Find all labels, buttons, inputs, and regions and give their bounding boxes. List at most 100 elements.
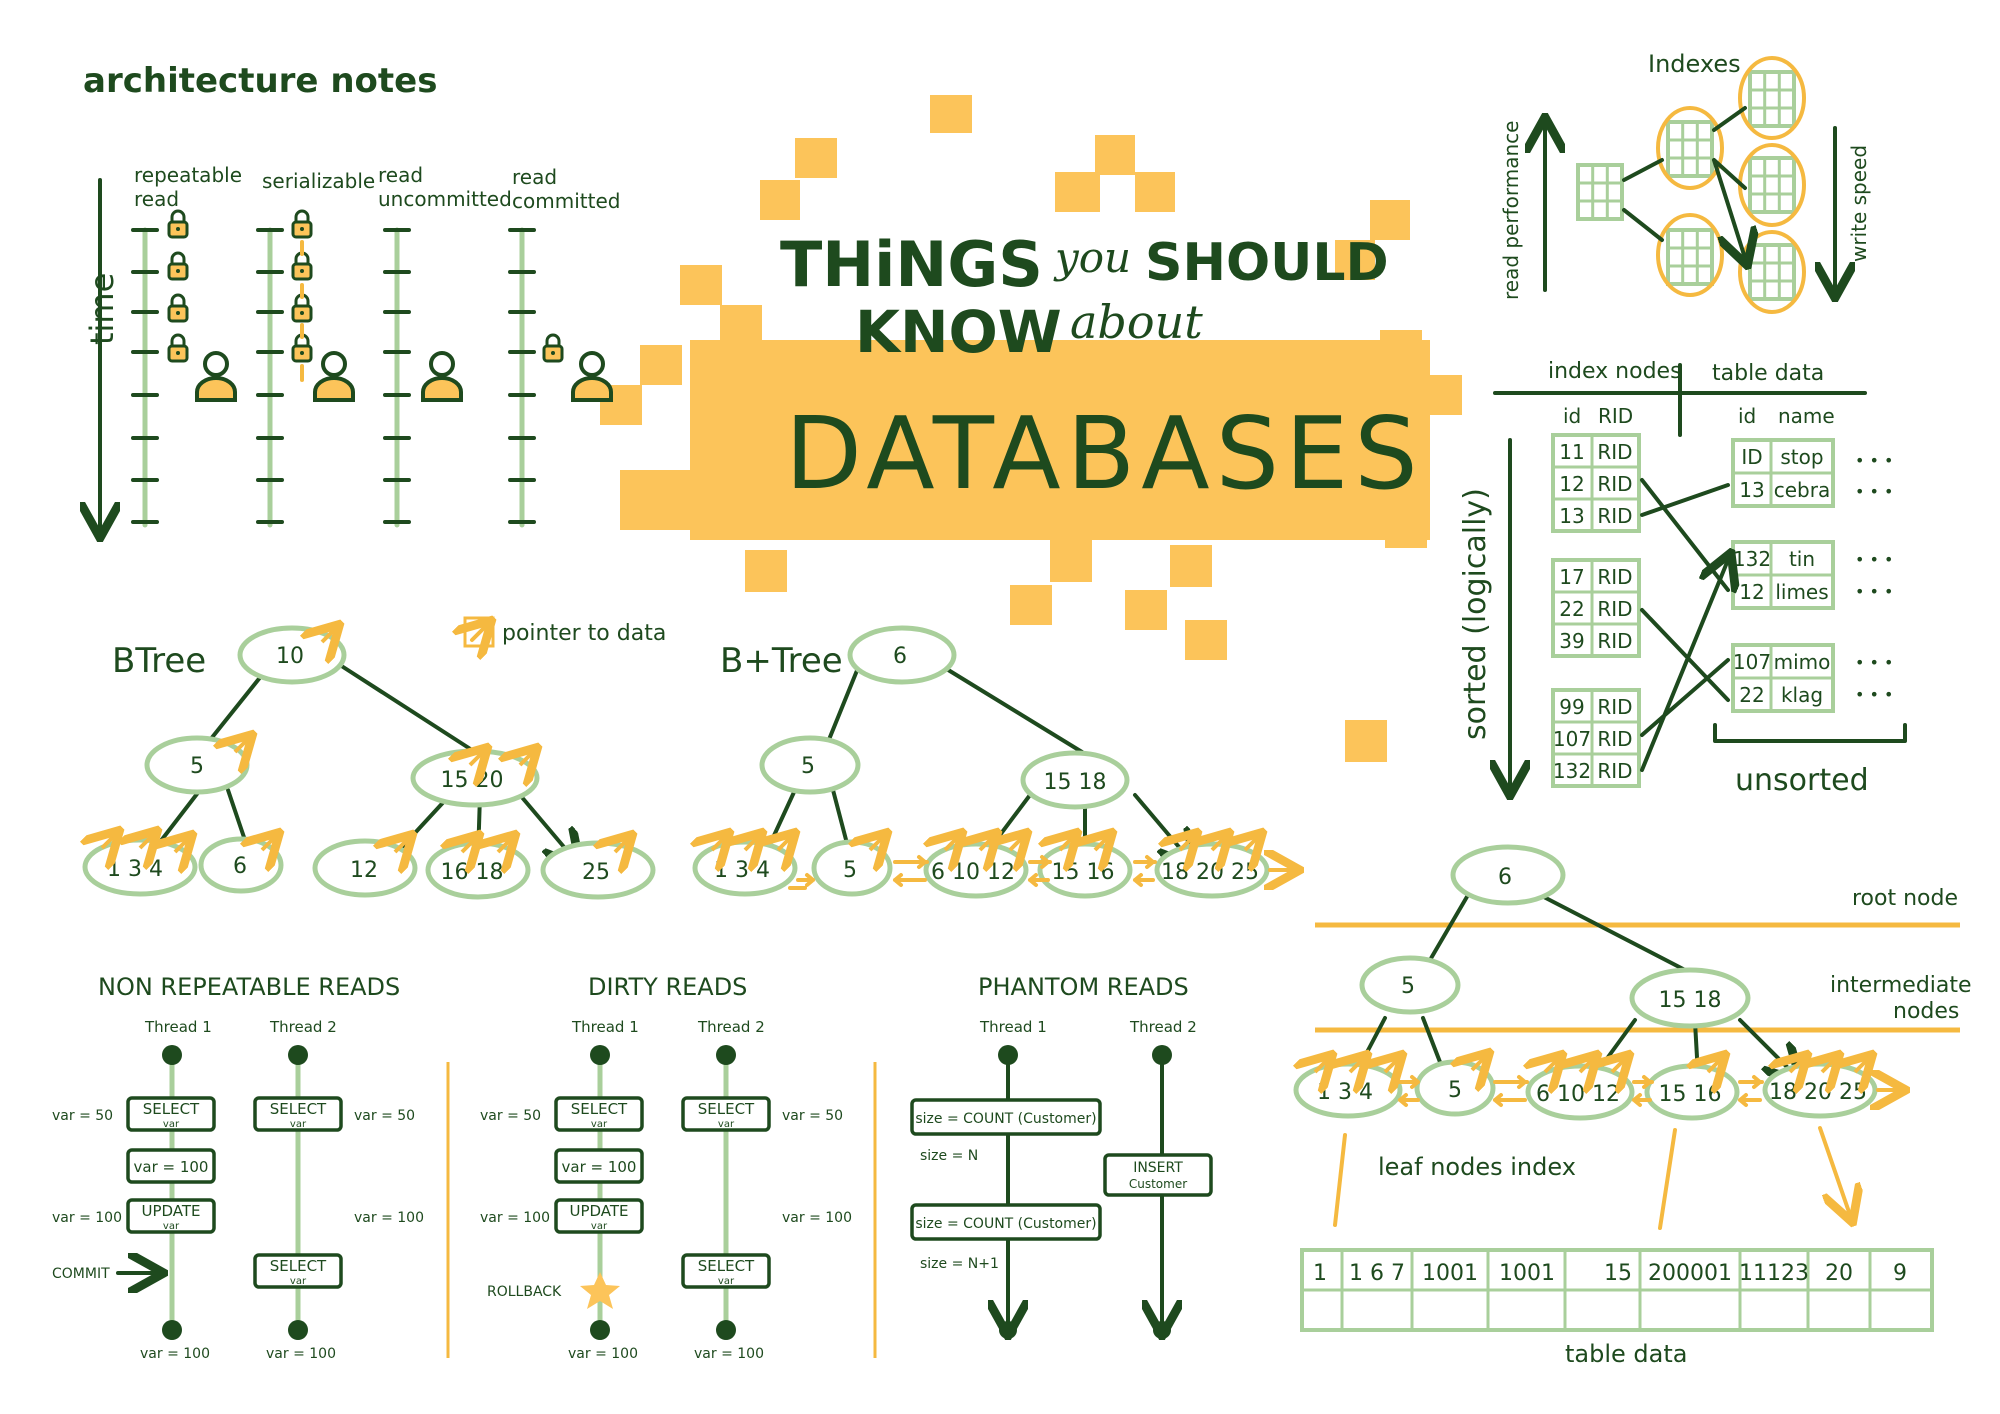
table-cell: 1001	[1499, 1261, 1555, 1286]
more-indicator: • • •	[1855, 550, 1893, 569]
svg-text:var = 50: var = 50	[480, 1108, 541, 1124]
btree-node: 5	[190, 754, 204, 779]
more-indicator: • • •	[1855, 451, 1893, 470]
data-name: stop	[1780, 445, 1823, 469]
bplustree-leaf: 6 10 12	[931, 860, 1015, 885]
read-performance-label: read performance	[1499, 121, 1523, 300]
svg-text:Thread 1: Thread 1	[144, 1018, 212, 1036]
data-name: tin	[1789, 547, 1815, 571]
more-indicator: • • •	[1855, 482, 1893, 501]
svg-text:SELECT: SELECT	[143, 1100, 200, 1118]
svg-text:SELECT: SELECT	[270, 1100, 327, 1118]
hero-banner: THiNGS you SHOULD KNOW about DATABASES	[600, 95, 1462, 762]
star-icon	[580, 1272, 620, 1309]
svg-text:Thread 2: Thread 2	[697, 1018, 765, 1036]
intermediate-label: intermediate	[1830, 973, 1972, 998]
svg-text:var = 100: var = 100	[562, 1158, 637, 1176]
leaf-node: 18 20 25	[1769, 1080, 1867, 1105]
user-icon	[313, 351, 355, 402]
index-nodes-header: index nodes	[1548, 359, 1682, 384]
bplustree-leaf: 15 16	[1052, 860, 1115, 885]
leaf-node: 6 10 12	[1536, 1082, 1620, 1107]
btree-leaf: 6	[233, 854, 247, 879]
btree-leaf: 12	[350, 858, 378, 883]
svg-text:var = 100: var = 100	[134, 1158, 209, 1176]
svg-text:var: var	[591, 1119, 608, 1130]
svg-text:Thread 2: Thread 2	[269, 1018, 337, 1036]
table-cell: 11123	[1739, 1261, 1809, 1286]
index-rid: RID	[1597, 759, 1632, 783]
svg-text:read: read	[134, 187, 179, 211]
index-table-icon	[1666, 228, 1714, 286]
lock-icon	[291, 209, 313, 239]
svg-text:UPDATE: UPDATE	[569, 1202, 628, 1220]
svg-text:var = 100: var = 100	[52, 1210, 122, 1226]
table-cell: 15	[1604, 1261, 1632, 1286]
timeline-read-uncommitted	[383, 227, 463, 528]
more-indicator: • • •	[1855, 685, 1893, 704]
svg-text:RID: RID	[1598, 404, 1633, 428]
svg-text:Thread 1: Thread 1	[979, 1018, 1047, 1036]
svg-text:name: name	[1778, 404, 1835, 428]
lock-icon	[167, 251, 189, 281]
data-id: 22	[1739, 683, 1764, 707]
index-id: 99	[1559, 695, 1584, 719]
svg-text:SELECT: SELECT	[270, 1257, 327, 1275]
lock-icon	[291, 251, 313, 281]
hero-databases: DATABASES	[785, 395, 1424, 512]
btree-leaf: 25	[582, 860, 610, 885]
index-id: 22	[1559, 597, 1584, 621]
index-id: 13	[1559, 504, 1584, 528]
data-id: ID	[1741, 445, 1762, 469]
lock-icon	[167, 333, 189, 363]
svg-text:id: id	[1563, 404, 1581, 428]
index-table-icon	[1576, 163, 1624, 221]
data-name: mimo	[1774, 650, 1831, 674]
index-table-icon	[1748, 243, 1796, 301]
svg-text:SELECT: SELECT	[698, 1100, 755, 1118]
svg-text:nodes: nodes	[1893, 999, 1959, 1024]
svg-text:SELECT: SELECT	[571, 1100, 628, 1118]
bplustree-node: 5	[801, 754, 815, 779]
data-id: 13	[1739, 478, 1764, 502]
pointer-legend: pointer to data	[465, 618, 666, 646]
index-rid: RID	[1597, 565, 1632, 589]
index-rid: RID	[1597, 504, 1632, 528]
svg-text:SELECT: SELECT	[698, 1257, 755, 1275]
svg-text:var: var	[591, 1221, 608, 1232]
hero-know: KNOW	[855, 298, 1062, 366]
svg-text:var = 50: var = 50	[354, 1108, 415, 1124]
pointer-legend-label: pointer to data	[502, 621, 666, 646]
btree-root: 10	[276, 644, 304, 669]
svg-text:id: id	[1738, 404, 1756, 428]
svg-text:var = 100: var = 100	[266, 1346, 336, 1362]
leaf-node: 5	[1448, 1078, 1462, 1103]
data-id: 132	[1733, 547, 1771, 571]
write-speed-label: write speed	[1847, 145, 1871, 262]
level-label-2: serializable	[262, 169, 375, 193]
user-icon	[421, 351, 463, 402]
bplustree-levels-diagram: root node intermediate nodes 6 5 15 18 1…	[1293, 844, 1972, 1368]
table-cell: 1	[1313, 1261, 1327, 1286]
lock-icon	[167, 293, 189, 323]
svg-text:committed: committed	[512, 189, 620, 213]
indexes-diagram: Indexes read performance write speed	[1499, 50, 1871, 314]
data-name: cebra	[1774, 478, 1830, 502]
btree-leaf: 1 3 4	[107, 857, 163, 882]
bplustree-title: B+Tree	[720, 641, 843, 681]
hero-line1: THiNGS	[780, 228, 1043, 301]
svg-text:size = COUNT (Customer): size = COUNT (Customer)	[915, 1111, 1096, 1127]
table-data-label: table data	[1565, 1340, 1687, 1368]
svg-text:var = 50: var = 50	[52, 1108, 113, 1124]
timeline-serializable	[256, 209, 355, 528]
indexes-title: Indexes	[1648, 50, 1741, 78]
svg-text:INSERT: INSERT	[1133, 1160, 1183, 1176]
anomaly-title: DIRTY READS	[588, 973, 747, 1001]
bplustree-leaf: 18 20 25	[1161, 860, 1259, 885]
svg-text:var: var	[718, 1276, 735, 1287]
level-label-1: repeatable	[134, 163, 242, 187]
svg-text:var = 100: var = 100	[694, 1346, 764, 1362]
index-table-icon	[1748, 156, 1796, 214]
index-rid: RID	[1597, 440, 1632, 464]
timeline-repeatable-read	[131, 209, 237, 528]
